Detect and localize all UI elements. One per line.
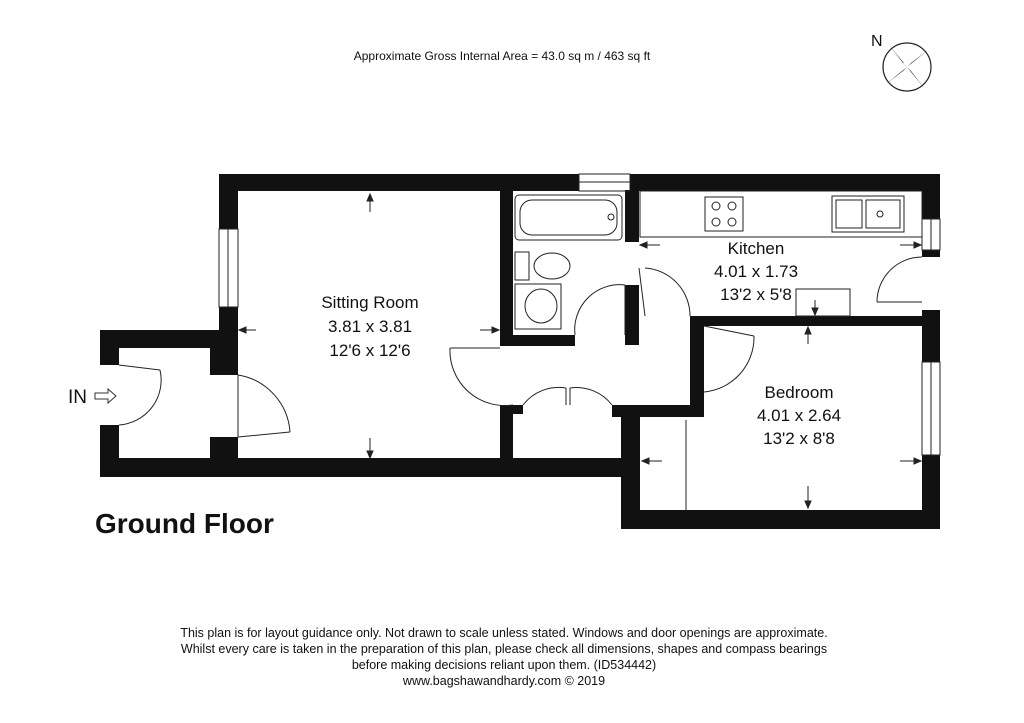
north-label: N bbox=[871, 33, 883, 50]
room-name: Bedroom bbox=[765, 383, 834, 402]
website-link[interactable]: www.bagshawandhardy.com © 2019 bbox=[402, 674, 606, 688]
room-imperial: 13'2 x 8'8 bbox=[763, 429, 835, 448]
room-imperial: 13'2 x 5'8 bbox=[720, 285, 792, 304]
room-metric: 3.81 x 3.81 bbox=[328, 317, 412, 336]
room-name: Kitchen bbox=[728, 239, 785, 258]
entrance-label: IN bbox=[68, 387, 87, 408]
disclaimer: This plan is for layout guidance only. N… bbox=[0, 625, 1008, 689]
disclaimer-line-2: Whilst every care is taken in the prepar… bbox=[180, 642, 828, 656]
room-metric: 4.01 x 2.64 bbox=[757, 406, 841, 425]
compass-icon bbox=[882, 42, 932, 92]
disclaimer-line-3: before making decisions reliant upon the… bbox=[351, 658, 657, 672]
gross-internal-area: Approximate Gross Internal Area = 43.0 s… bbox=[353, 49, 651, 63]
entrance-arrow-icon bbox=[94, 387, 117, 405]
dimension-arrows bbox=[237, 192, 923, 510]
room-name: Sitting Room bbox=[321, 293, 418, 312]
doors bbox=[118, 256, 923, 510]
room-metric: 4.01 x 1.73 bbox=[714, 262, 798, 281]
walls bbox=[100, 174, 940, 529]
room-bedroom: Bedroom 4.01 x 2.64 13'2 x 8'8 bbox=[757, 383, 841, 448]
room-sitting-room: Sitting Room 3.81 x 3.81 12'6 x 12'6 bbox=[321, 293, 418, 360]
room-imperial: 12'6 x 12'6 bbox=[329, 341, 410, 360]
disclaimer-line-1: This plan is for layout guidance only. N… bbox=[180, 626, 828, 640]
room-kitchen: Kitchen 4.01 x 1.73 13'2 x 5'8 bbox=[714, 239, 798, 304]
floor-title: Ground Floor bbox=[95, 508, 274, 539]
fixtures bbox=[514, 190, 923, 330]
